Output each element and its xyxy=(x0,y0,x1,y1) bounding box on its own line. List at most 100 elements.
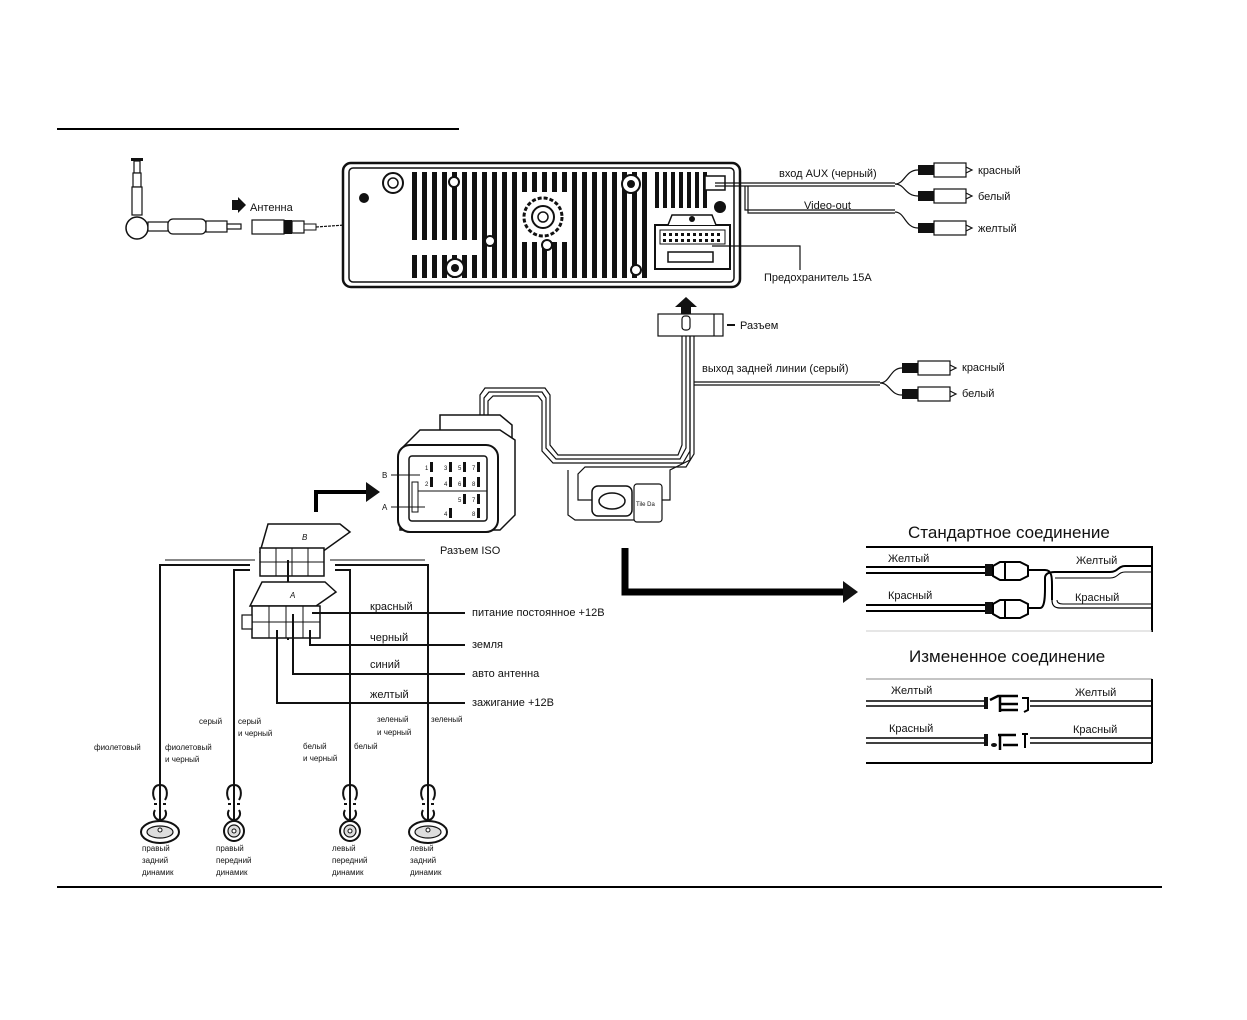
iso-pin-number: 8 xyxy=(472,482,476,488)
plug-connector-icon xyxy=(985,561,1029,581)
iso-pin-number: 5 xyxy=(458,498,462,504)
rear-white-label: белый xyxy=(962,388,994,400)
mod-right-yellow: Желтый xyxy=(1075,687,1116,699)
iso-pin xyxy=(477,462,480,472)
arrow-up-icon xyxy=(675,297,697,314)
fuse-label: Предохранитель 15А xyxy=(764,272,872,284)
wire-gray-label: серый xyxy=(199,717,222,726)
iso-block-b-label: B xyxy=(382,471,387,480)
wire-green-black-label-1: зеленый xyxy=(377,715,409,724)
rear-line-out-cable xyxy=(694,367,903,396)
wire-yellow-function: зажигание +12В xyxy=(472,697,554,709)
speaker-label: задний xyxy=(142,856,168,865)
antenna-icon xyxy=(125,158,242,240)
heatsink-fins xyxy=(412,172,707,278)
aux-cable: вход AUX (черный) Video-out xyxy=(715,168,919,229)
wire-violet-label: фиолетовый xyxy=(94,743,141,752)
rca-plug-video-yellow: желтый xyxy=(918,220,1017,236)
harness-connector-label: Разъем xyxy=(740,320,778,332)
iso-pin-number: 5 xyxy=(458,466,462,472)
rear-red-label: красный xyxy=(962,362,1005,374)
mod-left-yellow: Желтый xyxy=(891,685,932,697)
iso-pin xyxy=(477,477,480,487)
wire-gray-black-label-1: серый xyxy=(238,717,261,726)
speaker-label: динамик xyxy=(142,868,174,877)
plug-connector-icon xyxy=(985,599,1029,619)
wire-white-black-label-2: и черный xyxy=(303,754,337,763)
wire-gray-black-label-2: и черный xyxy=(238,729,272,738)
rca-plug-rear-white: белый xyxy=(902,386,994,402)
speaker-label: задний xyxy=(410,856,436,865)
harness-bundle xyxy=(479,336,695,521)
wire-black-function: земля xyxy=(472,639,503,651)
std-right-red: Красный xyxy=(1075,592,1119,604)
iso-pin-number: 4 xyxy=(444,482,448,488)
wire-green-label: зеленый xyxy=(431,715,463,724)
speaker-label: левый xyxy=(410,844,434,853)
speaker-label: динамик xyxy=(216,868,248,877)
connector-a: A xyxy=(241,581,338,639)
std-left-yellow: Желтый xyxy=(888,553,929,565)
speaker-label: правый xyxy=(142,844,170,853)
harness-connector xyxy=(657,313,735,337)
wire-blue-label: синий xyxy=(370,659,400,671)
speaker-icon xyxy=(408,784,448,844)
modified-connection-title: Измененное соединение xyxy=(909,647,1105,666)
speaker-label: передний xyxy=(332,856,368,865)
rca-plug-rear-red: красный xyxy=(902,360,1005,376)
wire-green-black-label-2: и черный xyxy=(377,728,411,737)
speakers: правый задний динамик правый передний динамик… xyxy=(140,784,448,877)
aux-input-label: вход AUX (черный) xyxy=(779,168,877,180)
iso-pin xyxy=(430,462,433,472)
iso-connector-label: Разъем ISO xyxy=(440,545,501,557)
speaker-label: динамик xyxy=(332,868,364,877)
iso-pin xyxy=(430,477,433,487)
iso-pin xyxy=(449,462,452,472)
speaker-icon xyxy=(140,784,180,844)
speaker-label: правый xyxy=(216,844,244,853)
rear-line-out-label: выход задней линии (серый) xyxy=(702,363,849,375)
inline-module-text: Tile Da xyxy=(636,502,655,508)
connector-b: B xyxy=(259,523,352,577)
video-out-label: Video-out xyxy=(804,200,851,212)
rca-plug-aux-white: белый xyxy=(918,188,1010,204)
iso-block-a-label: A xyxy=(382,503,388,512)
iso-pin-number: 6 xyxy=(458,482,462,488)
plug-connector-icon xyxy=(984,733,1028,750)
wire-white-black-label-1: белый xyxy=(303,742,327,751)
aux-red-label: красный xyxy=(978,165,1021,177)
iso-pin xyxy=(449,477,452,487)
iso-pin xyxy=(463,494,466,504)
wire-yellow-label: желтый xyxy=(370,689,409,701)
wire-red-label: красный xyxy=(370,601,413,613)
speaker-label: левый xyxy=(332,844,356,853)
plug-connector-icon xyxy=(984,694,1029,713)
wire-black-label: черный xyxy=(370,632,408,644)
connector-a-wires xyxy=(276,612,465,704)
wire-blue-function: авто антенна xyxy=(472,668,540,680)
arrow-right-icon xyxy=(232,197,246,213)
iso-pin-number: 7 xyxy=(472,498,476,504)
iso-pin xyxy=(477,508,480,518)
iso-pin-number: 3 xyxy=(444,466,448,472)
iso-pin xyxy=(463,462,466,472)
speaker-label: передний xyxy=(216,856,252,865)
speaker-wire-bus xyxy=(159,559,429,840)
connector-b-letter: B xyxy=(302,533,308,542)
iso-pin xyxy=(463,477,466,487)
iso-pin-number: 8 xyxy=(472,512,476,518)
connector-a-letter: A xyxy=(289,591,295,600)
std-right-yellow: Желтый xyxy=(1076,555,1117,567)
wire-violet-black-label-2: и черный xyxy=(165,755,199,764)
wire-white-label: белый xyxy=(354,742,378,751)
arrow-to-iso-icon xyxy=(314,482,380,512)
inline-filter-module: Tile Da xyxy=(591,483,663,523)
iso-pin-number: 7 xyxy=(472,466,476,472)
mod-left-red: Красный xyxy=(889,723,933,735)
video-yellow-label: желтый xyxy=(978,223,1017,235)
fuse-leader-line xyxy=(712,245,801,270)
iso-pin xyxy=(449,508,452,518)
iso-pin-number: 1 xyxy=(425,466,429,472)
